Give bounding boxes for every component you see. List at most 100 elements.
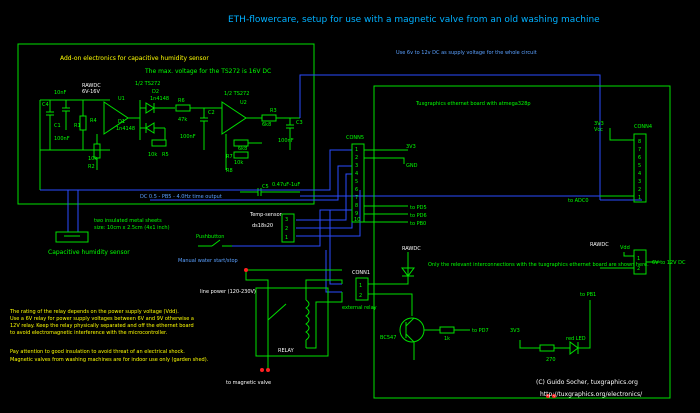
conn1-pin1: 1 bbox=[359, 283, 362, 289]
r6-value: 47k bbox=[178, 117, 187, 123]
d1-label: D1 bbox=[118, 119, 125, 125]
svg-text:1: 1 bbox=[638, 195, 641, 201]
addon-output-note: DC 0.5 - PB5 - 4.0Hz time output bbox=[140, 194, 222, 200]
sensor-note1: two insulated metal sheets bbox=[94, 218, 162, 224]
svg-text:4: 4 bbox=[355, 171, 358, 177]
copyright-url[interactable]: http://tuxgraphics.org/electronics/ bbox=[540, 391, 643, 398]
r8-value: 10k bbox=[234, 160, 243, 166]
led-label: red LED bbox=[566, 336, 586, 342]
driver-rawdc: RAWDC bbox=[402, 246, 421, 252]
note-line-4: to avoid electromagnetic interference wi… bbox=[10, 330, 168, 336]
addon-maxvolt: The max. voltage for the TS272 is 16V DC bbox=[144, 68, 271, 75]
svg-text:5: 5 bbox=[355, 179, 358, 185]
conn1-pin2: 2 bbox=[359, 293, 362, 299]
conn4-label: CONN4 bbox=[634, 124, 652, 130]
r7-value: 6k8 bbox=[238, 146, 247, 152]
r5-label: R5 bbox=[162, 152, 169, 158]
svg-text:2: 2 bbox=[638, 187, 641, 193]
relay-valve: to magnetic valve bbox=[226, 380, 271, 386]
temp-sensor-box bbox=[281, 213, 295, 243]
d2-value: 1n4148 bbox=[150, 96, 169, 102]
u2-label: U2 bbox=[240, 100, 247, 106]
r2-value: 10k bbox=[88, 156, 97, 162]
conn5-net-pd5: to PD5 bbox=[410, 205, 427, 211]
led-branch bbox=[519, 300, 591, 355]
svg-text:10: 10 bbox=[354, 217, 360, 223]
u1-wiring bbox=[93, 117, 140, 170]
conn5-label: CONN5 bbox=[346, 135, 364, 141]
c5-label: C5 bbox=[262, 184, 269, 190]
r-left-label: R1 bbox=[74, 123, 81, 129]
conn5-net-pd6: to PD6 bbox=[410, 213, 427, 219]
c2-label: C2 bbox=[208, 110, 215, 116]
conn4-vcc2: Vcc bbox=[594, 127, 603, 133]
conn4-vcc: 3V3 bbox=[594, 121, 604, 127]
svg-text:3: 3 bbox=[638, 179, 641, 185]
r8-label: R8 bbox=[226, 168, 233, 174]
svg-text:7: 7 bbox=[638, 147, 641, 153]
note-line-2: Use a 6V relay for power supply voltages… bbox=[10, 316, 194, 322]
svg-text:2: 2 bbox=[355, 155, 358, 161]
r2-label: R2 bbox=[88, 164, 95, 170]
pushbutton bbox=[198, 239, 232, 247]
humidity-sensor bbox=[55, 231, 89, 243]
conn5-net-pb0: to PB0 bbox=[410, 221, 426, 227]
ic1-label: 1/2 TS272 bbox=[135, 81, 160, 87]
d2-label: D2 bbox=[152, 89, 159, 95]
relay-power: line power (120-230V) bbox=[200, 289, 256, 295]
svg-text:8: 8 bbox=[638, 139, 641, 145]
conn4-pins: 8 7 6 5 4 3 2 1 bbox=[638, 139, 641, 201]
note-line-3: 12V relay. Keep the relay physically sep… bbox=[10, 323, 194, 329]
svg-text:6: 6 bbox=[638, 155, 641, 161]
transistor-label: BC547 bbox=[380, 335, 396, 341]
d1-value: 1n4148 bbox=[116, 126, 135, 132]
opamp-u2 bbox=[221, 101, 247, 135]
led-vcc: 3V3 bbox=[510, 328, 520, 334]
diagram-title: ETH-flowercare, setup for use with a mag… bbox=[228, 15, 600, 25]
board-rawdc: RAWDC bbox=[590, 242, 609, 248]
board-note: Only the relevant interconnections with … bbox=[428, 262, 649, 268]
board-title: Tuxgraphics ethernet board with atmega32… bbox=[415, 101, 531, 107]
rawdc-note: 6V to 12V DC bbox=[652, 260, 686, 266]
relay-internals bbox=[245, 269, 343, 370]
r6-c2 bbox=[175, 104, 222, 150]
external-relay-note: external relay bbox=[342, 305, 377, 311]
c4-value: 100nF bbox=[54, 136, 70, 142]
conn5-net-3v3: 3V3 bbox=[406, 144, 416, 150]
svg-text:8: 8 bbox=[355, 203, 358, 209]
r6-label: R6 bbox=[178, 98, 185, 104]
base-resistor-label: 1k bbox=[444, 336, 450, 342]
driver-circuit bbox=[368, 252, 470, 360]
blue-wires bbox=[40, 74, 642, 293]
conn1 bbox=[355, 277, 369, 301]
relay-box bbox=[255, 287, 329, 357]
c4-label: C4 bbox=[42, 102, 49, 108]
c3-label: C3 bbox=[296, 120, 303, 126]
conn4-traces bbox=[600, 128, 634, 197]
conn5-net-gnd: GND bbox=[406, 163, 418, 169]
ic2-label: 1/2 TS272 bbox=[224, 91, 249, 97]
board-vdd: Vdd bbox=[620, 245, 630, 251]
conn5-pins: 1 2 3 4 5 6 7 8 9 10 bbox=[354, 147, 360, 223]
svg-text:1: 1 bbox=[355, 147, 358, 153]
conn5 bbox=[351, 143, 365, 223]
c1-label: C1 bbox=[54, 123, 61, 129]
supply-note: Use 6v to 12v DC as supply voltage for t… bbox=[396, 50, 537, 56]
svg-text:9: 9 bbox=[355, 211, 358, 217]
addon-title: Add-on electronics for capacitive humidi… bbox=[60, 55, 209, 62]
svg-text:5: 5 bbox=[638, 163, 641, 169]
conn4 bbox=[633, 133, 647, 203]
sensor-label: Capacitive humidity sensor bbox=[48, 249, 130, 256]
r3-value: 6k8 bbox=[262, 122, 271, 128]
note-line-6: Magnetic valves from washing machines ar… bbox=[10, 357, 209, 363]
svg-text:6: 6 bbox=[355, 187, 358, 193]
rawdc-pin2: 2 bbox=[637, 266, 640, 272]
rawdc-pin1: 1 bbox=[637, 256, 640, 262]
r5-value: 10k bbox=[148, 152, 157, 158]
svg-text:3: 3 bbox=[355, 163, 358, 169]
svg-text:4: 4 bbox=[638, 171, 641, 177]
copyright: (C) Guido Socher, tuxgraphics.org bbox=[536, 379, 638, 386]
conn5-traces bbox=[364, 149, 408, 223]
opamp-u1 bbox=[103, 101, 129, 135]
rawdc-traces bbox=[600, 252, 660, 269]
